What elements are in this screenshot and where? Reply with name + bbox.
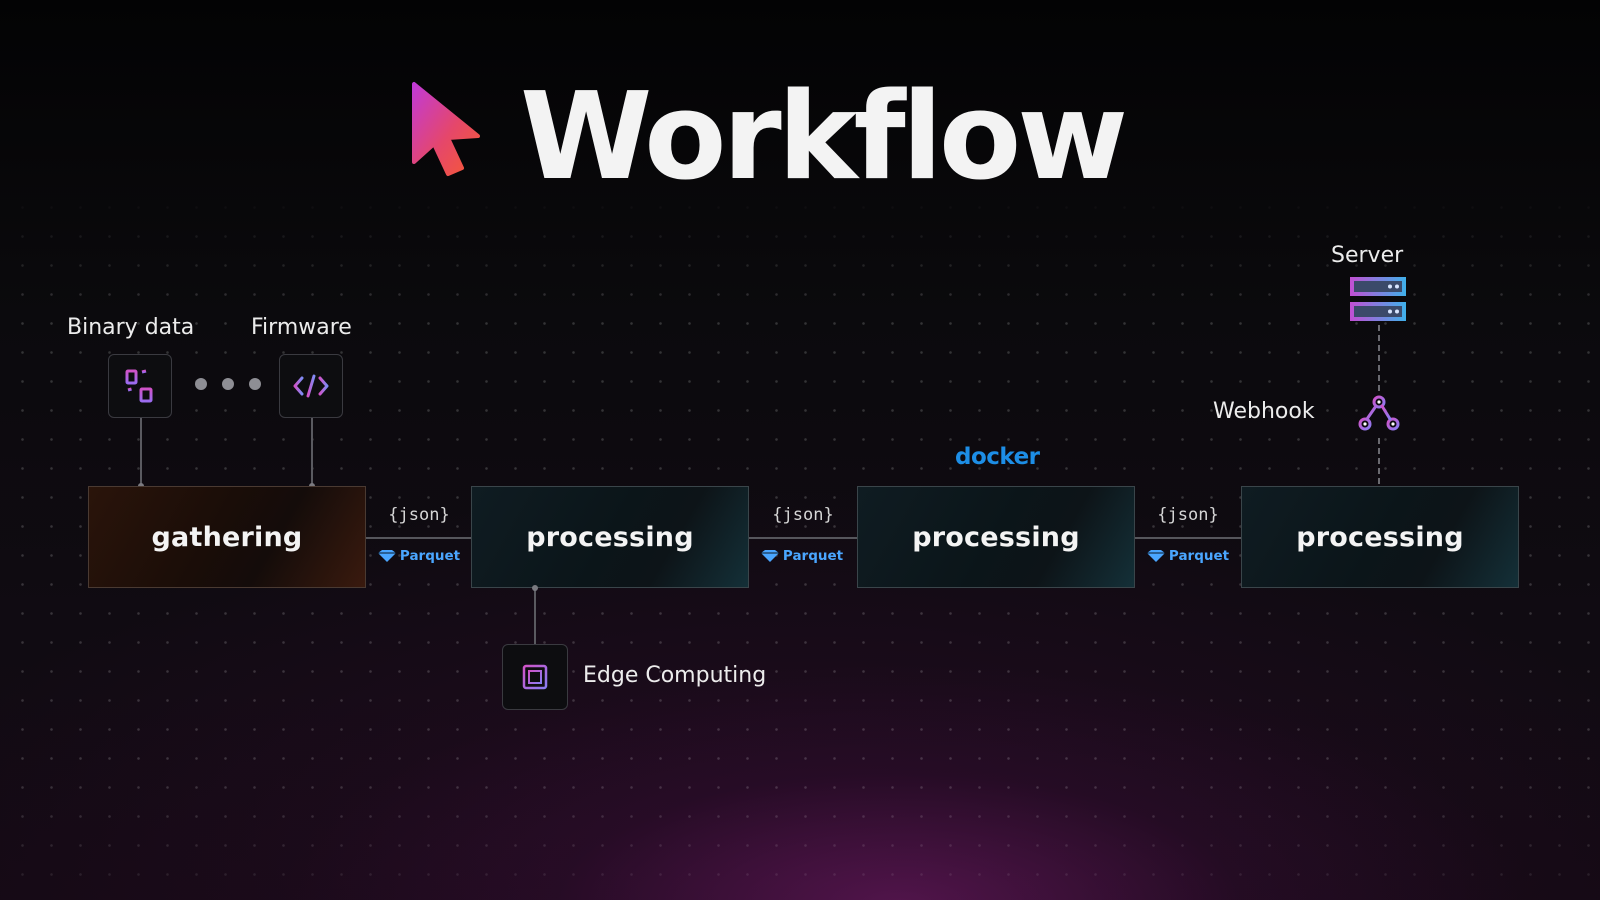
json-format-label: {json} bbox=[1157, 505, 1219, 525]
server-label: Server bbox=[1331, 243, 1404, 268]
firmware-tile[interactable] bbox=[279, 354, 343, 418]
parquet-label: Parquet bbox=[399, 548, 461, 564]
ellipsis-dot bbox=[222, 378, 234, 390]
code-icon bbox=[293, 374, 329, 398]
binary-icon bbox=[125, 369, 153, 403]
chip-icon bbox=[519, 661, 551, 693]
docker-label: docker bbox=[955, 444, 1040, 470]
stage-connector bbox=[366, 537, 471, 539]
webhook-icon bbox=[1358, 395, 1400, 431]
binary-data-tile[interactable] bbox=[108, 354, 172, 418]
edge-connector bbox=[534, 588, 536, 644]
stage-processing-3[interactable]: processing bbox=[1241, 486, 1519, 588]
firmware-connector bbox=[311, 418, 313, 486]
binary-connector bbox=[140, 418, 142, 486]
cursor-logo-icon bbox=[412, 82, 480, 176]
parquet-badge: Parquet bbox=[364, 548, 474, 564]
server-icon bbox=[1350, 277, 1406, 321]
stage-connector bbox=[1135, 537, 1241, 539]
ellipsis-dot bbox=[249, 378, 261, 390]
parquet-label: Parquet bbox=[782, 548, 844, 564]
webhook-label: Webhook bbox=[1213, 399, 1315, 424]
json-format-label: {json} bbox=[772, 505, 834, 525]
parquet-badge: Parquet bbox=[747, 548, 857, 564]
parquet-icon bbox=[760, 550, 779, 562]
binary-data-label: Binary data bbox=[67, 315, 195, 340]
server-webhook-connector bbox=[1378, 325, 1380, 391]
stage-processing-2[interactable]: processing bbox=[857, 486, 1135, 588]
firmware-label: Firmware bbox=[251, 315, 352, 340]
parquet-label: Parquet bbox=[1168, 548, 1230, 564]
page-title: Workflow bbox=[520, 68, 1128, 207]
parquet-icon bbox=[1146, 550, 1165, 562]
ellipsis-dot bbox=[195, 378, 207, 390]
stage-gathering[interactable]: gathering bbox=[88, 486, 366, 588]
webhook-stage-connector bbox=[1378, 438, 1380, 484]
stage-processing-1[interactable]: processing bbox=[471, 486, 749, 588]
parquet-badge: Parquet bbox=[1133, 548, 1243, 564]
edge-computing-tile[interactable] bbox=[502, 644, 568, 710]
stage-connector bbox=[749, 537, 857, 539]
parquet-icon bbox=[377, 550, 396, 562]
json-format-label: {json} bbox=[388, 505, 450, 525]
edge-computing-label: Edge Computing bbox=[583, 663, 767, 688]
connector-node bbox=[532, 585, 538, 591]
